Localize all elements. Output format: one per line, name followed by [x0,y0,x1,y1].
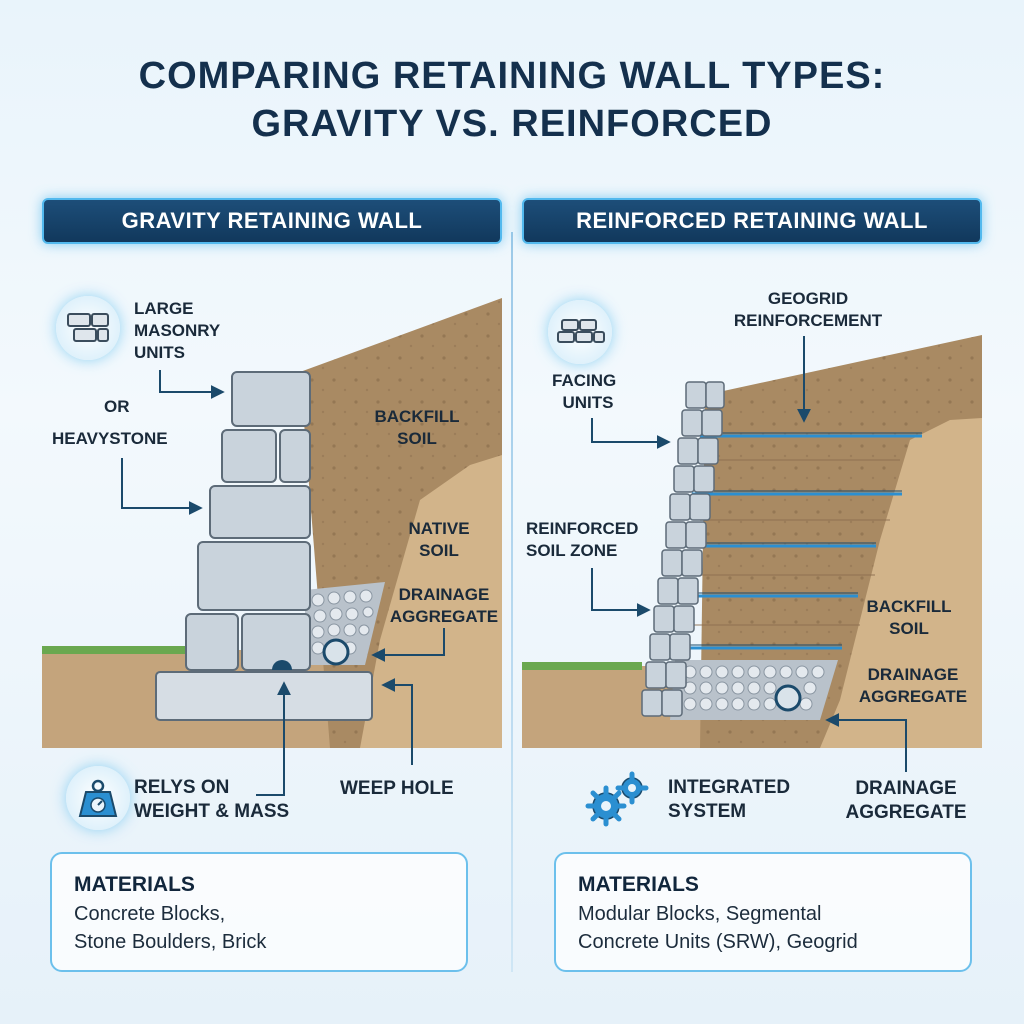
weep-hole [272,660,292,670]
label-geogrid-reinforcement: GEOGRID REINFORCEMENT [733,289,883,330]
facing-units-icon [548,300,612,364]
gravity-header: GRAVITY RETAINING WALL [42,198,502,244]
stone-block [197,541,311,611]
gravity-materials-box: MATERIALS Concrete Blocks, Stone Boulder… [50,852,468,972]
materials-line: Modular Blocks, Segmental [578,903,822,925]
masonry-icon [56,296,120,360]
gears-icon [580,768,660,832]
grass-strip [522,662,642,670]
reinforced-header: REINFORCED RETAINING WALL [522,198,982,244]
materials-line: Stone Boulders, Brick [74,931,267,953]
title-line-1: COMPARING RETAINING WALL TYPES: [138,55,886,97]
arrow [591,418,671,449]
stone-block [185,613,239,671]
arrow [591,568,651,617]
materials-line: Concrete Blocks, [74,903,226,925]
stone-block [221,429,277,483]
native-soil [360,455,502,748]
label-large-masonry: LARGE MASONRY UNITS [134,299,221,362]
materials-heading: MATERIALS [578,873,699,896]
label-reinforced-soil-zone: REINFORCED SOIL ZONE [526,519,639,560]
label-drainage-aggregate: DRAINAGE AGGREGATE [858,665,968,706]
stone-block [241,613,311,671]
weight-icon [66,766,130,830]
panel-divider [511,232,513,972]
label-heavystone: HEAVYSTONE [52,429,168,448]
stone-block [279,429,311,483]
drain-pipe [774,684,802,712]
arrow [371,628,445,662]
arrow [159,370,225,399]
arrow [121,458,203,515]
label-drainage-aggregate-bottom: DRAINAGE AGGREGATE [845,778,967,823]
label-backfill-soil: BACKFILL SOIL [866,597,952,638]
native-soil [820,418,982,748]
grass-strip [42,646,192,654]
label-weep-hole: WEEP HOLE [340,778,454,799]
reinforced-materials-box: MATERIALS Modular Blocks, Segmental Conc… [554,852,972,972]
stone-block [231,371,311,427]
materials-line: Concrete Units (SRW), Geogrid [578,931,858,953]
facing-units [641,381,725,717]
title-line-2: GRAVITY VS. REINFORCED [251,103,773,145]
arrow [256,681,291,796]
label-relys-on-weight: RELYS ON WEIGHT & MASS [134,777,290,822]
label-facing-units: FACING UNITS [552,371,617,412]
arrow [381,678,413,765]
label-drainage-aggregate: DRAINAGE AGGREGATE [389,585,499,626]
stone-block [209,485,311,539]
arrow [825,713,907,772]
label-native-soil: NATIVE SOIL [408,519,470,560]
geogrid-layers [668,434,922,650]
drain-pipe [322,638,350,666]
label-integrated-system: INTEGRATED SYSTEM [668,777,791,822]
materials-heading: MATERIALS [74,873,195,896]
label-or: OR [104,397,130,416]
wall-footing [155,671,373,721]
label-backfill-soil: BACKFILL SOIL [374,407,460,448]
page-title: COMPARING RETAINING WALL TYPES: GRAVITY … [0,52,1024,148]
